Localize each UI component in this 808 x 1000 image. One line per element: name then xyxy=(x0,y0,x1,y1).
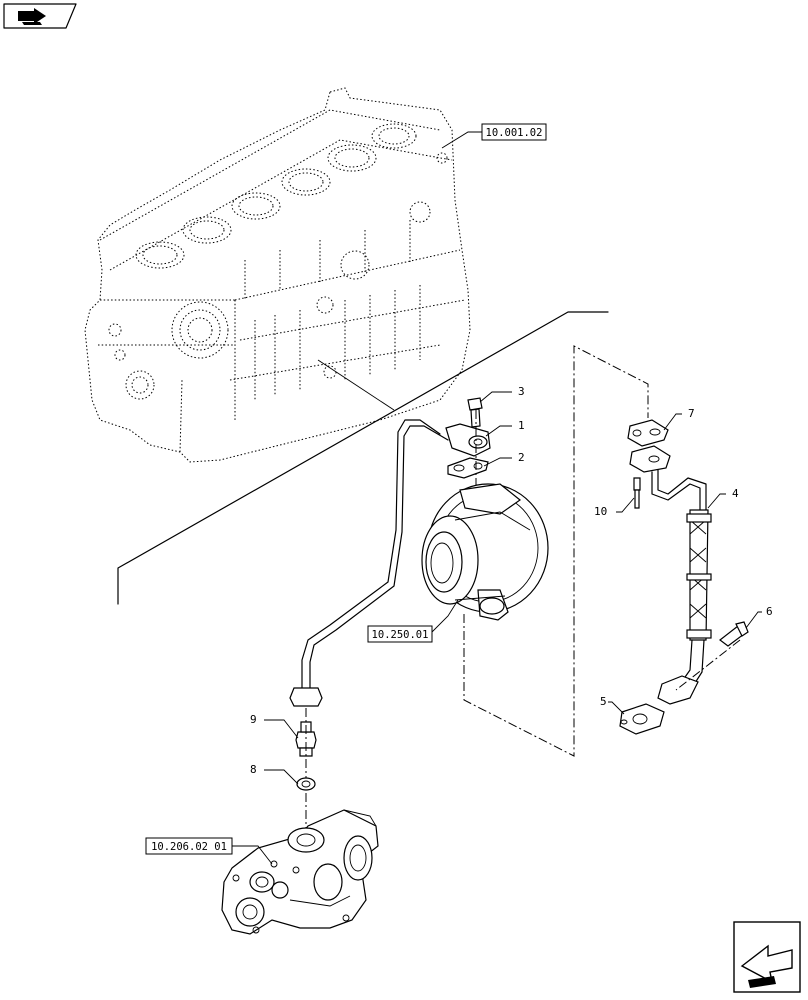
callout-6: 6 xyxy=(745,605,773,629)
callout-1: 1 xyxy=(485,419,525,437)
book-arrow-icon[interactable] xyxy=(3,3,77,29)
svg-text:10.250.01: 10.250.01 xyxy=(372,629,429,641)
turbocharger-drawing xyxy=(421,483,549,621)
callout-10: 10 xyxy=(594,497,635,518)
inlet-gasket xyxy=(447,457,489,479)
outlet-gasket-lower xyxy=(619,703,665,735)
svg-text:8: 8 xyxy=(250,763,257,776)
engine-block-drawing xyxy=(84,87,471,463)
svg-text:9: 9 xyxy=(250,713,257,726)
callout-5: 5 xyxy=(600,695,625,715)
ref-engine-block[interactable]: 10.001.02 xyxy=(441,123,547,149)
assembly-frame xyxy=(463,345,649,757)
svg-text:6: 6 xyxy=(766,605,773,618)
svg-text:1: 1 xyxy=(518,419,525,432)
svg-text:2: 2 xyxy=(518,451,525,464)
svg-text:10: 10 xyxy=(594,505,607,518)
threaded-adapter xyxy=(295,721,317,757)
banjo-bolt xyxy=(467,397,483,428)
outlet-gasket-upper xyxy=(627,419,669,447)
ref-turbocharger[interactable]: 10.250.01 xyxy=(367,599,459,643)
callout-3: 3 xyxy=(479,385,525,403)
callout-8: 8 xyxy=(250,763,299,785)
svg-text:10.206.02 01: 10.206.02 01 xyxy=(151,841,227,853)
oil-feed-pipe xyxy=(289,419,491,707)
ref-filter-support[interactable]: 10.206.02 01 xyxy=(145,837,273,865)
svg-text:10.001.02: 10.001.02 xyxy=(486,127,543,139)
filter-support-drawing xyxy=(221,809,379,935)
svg-text:5: 5 xyxy=(600,695,607,708)
svg-text:7: 7 xyxy=(688,407,695,420)
callout-2: 2 xyxy=(483,451,525,467)
next-page-arrow-icon[interactable] xyxy=(733,921,801,993)
svg-text:4: 4 xyxy=(732,487,739,500)
callout-4: 4 xyxy=(707,487,739,509)
bolt-6 xyxy=(719,621,749,647)
svg-text:3: 3 xyxy=(518,385,525,398)
callout-7: 7 xyxy=(663,407,695,431)
section-line xyxy=(117,311,609,605)
sealing-washer xyxy=(296,777,316,791)
bolt-10 xyxy=(633,477,641,509)
callout-9: 9 xyxy=(250,713,299,739)
return-pipe xyxy=(629,445,712,705)
